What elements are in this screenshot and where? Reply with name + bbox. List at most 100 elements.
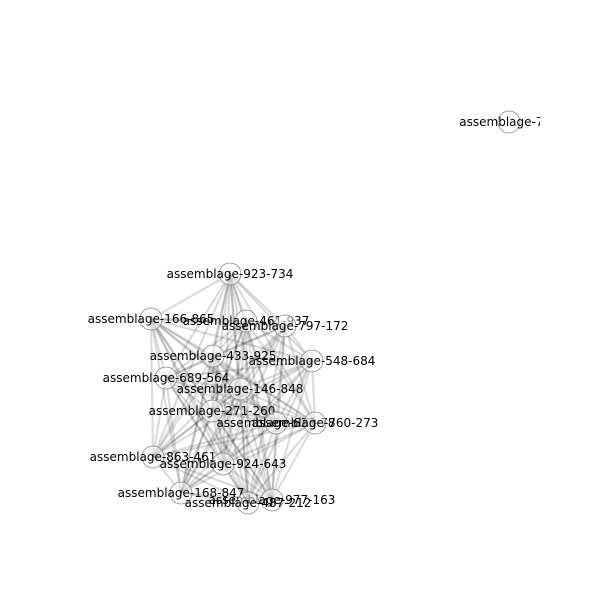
graph-edge [151,359,314,459]
node-marker [236,491,260,515]
node-label: assemblage-689-564 [103,371,230,385]
node-marker [497,110,521,134]
graph-edge [164,376,225,466]
graph-edge [149,317,317,425]
graph-edge [164,359,314,380]
graph-edge [164,324,287,380]
node-label: assemblage-487-212 [185,496,312,510]
node-marker [211,452,235,476]
graph-node: assemblage-797-172 [222,314,349,338]
graph-node: assemblage-487-212 [185,491,312,515]
node-marker [303,411,327,435]
graph-node: assemblage-923-734 [167,262,293,286]
node-label: assemblage-548-684 [249,354,376,368]
graph-edge [179,359,314,495]
graph-edge [164,376,242,391]
node-marker [234,309,258,333]
node-label: assemblage-760-273 [252,416,379,430]
graph-edge [151,455,250,505]
graph-edge [149,317,250,505]
graph-edge [164,376,183,495]
graph-edge [164,376,250,505]
graph-edge [270,359,314,502]
graph-node: assemblage-924-643 [160,452,286,476]
graph-edge [210,319,248,413]
graph-edge [211,324,287,358]
nodes-layer: assemblage-768 assemblage-923-734 assembla… [88,110,558,515]
node-label: assemblage-271-260 [149,404,276,418]
graph-edge [246,421,317,505]
graph-edge [244,319,278,425]
graph-edge [151,421,278,459]
graph-edge [211,354,314,363]
graph-edge [149,317,278,425]
graph-edge [283,324,317,425]
graph-edge [244,319,314,363]
graph-edge [210,409,274,502]
node-label: assemblage-166-865 [88,312,215,326]
graph-node: assemblage-146-848 [177,377,304,401]
graph-edge [221,421,317,466]
graph-edge [244,319,317,425]
node-marker [300,349,324,373]
node-marker [273,314,297,338]
node-label: assemblage-146-848 [177,382,304,396]
graph-edge [238,387,274,502]
node-marker [154,366,178,390]
graph-edge [270,421,317,502]
graph-edge [210,409,317,425]
graph-edge [179,409,214,495]
graph-edge [151,387,242,459]
node-marker [139,307,163,331]
node-label: assemblage-797-172 [222,319,349,333]
graph-node: assemblage-689-564 [103,366,230,390]
graph-edge [238,359,314,391]
graph-node: assemblage-168-847 [118,481,244,505]
node-marker [264,411,288,435]
graph-edge [238,324,287,391]
graph-edge [151,421,317,459]
graph-node: assemblage-548-684 [249,349,376,373]
graph-edge [164,376,317,425]
graph-edge [151,324,287,459]
graph-edge [211,354,317,425]
graph-edge [246,324,287,505]
graph-edge [244,319,250,505]
graph-edge [179,387,242,495]
graph-edge [221,324,287,466]
graph-edge [149,317,225,466]
graph-node: assemblage-760-273 [252,411,379,435]
graph-edge [238,387,317,425]
graph-edge [244,319,274,502]
node-marker [200,399,224,423]
graph-edge [151,272,232,459]
node-marker [169,481,193,505]
graph-edge [149,317,183,495]
node-marker [228,377,252,401]
node-label: assemblage-768 [459,115,558,129]
graph-edge [149,317,287,328]
graph-edge [211,272,232,358]
node-marker [141,445,165,469]
graph-edge [179,421,317,495]
graph-edge [228,272,278,425]
graph-edge [228,272,242,391]
graph-edge [151,409,214,459]
graph-node: assemblage-863-461 [90,445,217,469]
graph-node: assemblage-768 [459,110,558,134]
graph-edge [149,317,215,358]
node-marker [218,262,242,286]
graph-edge [151,455,225,466]
graph-edge [221,359,314,466]
graph-edge [151,319,248,459]
graph-edge [270,421,278,502]
graph-edge [211,354,250,505]
graph-edge [149,317,248,323]
graph-edge [210,324,287,413]
graph-node: assemblage-433-925 [150,344,276,368]
graph-edge [179,272,232,495]
node-label: assemblage-863-461 [90,450,217,464]
graph-edge [274,324,287,425]
graph-edge [210,272,232,413]
